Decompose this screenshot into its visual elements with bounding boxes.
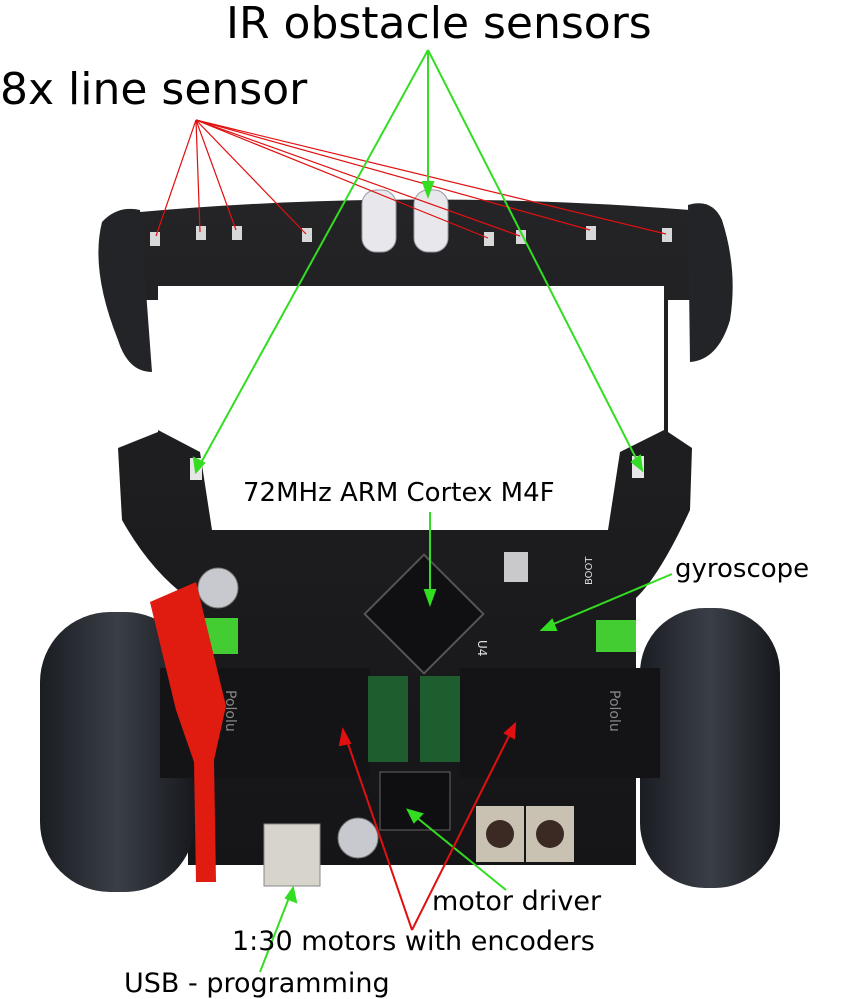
- left-wheel: [40, 612, 195, 892]
- crystal: [504, 552, 528, 582]
- usb-connector: [263, 823, 321, 887]
- ir-sensors-label: IR obstacle sensors: [226, 0, 652, 49]
- usb-label: USB - programming: [124, 968, 390, 999]
- left-encoder: [368, 676, 408, 762]
- right-motor: [460, 668, 660, 778]
- motor-label-right: Pololu: [606, 690, 622, 732]
- ir-pointers: [192, 49, 644, 475]
- component-pointers: [259, 512, 673, 973]
- gyroscope-label: gyroscope: [675, 554, 810, 584]
- right-bumper: [688, 203, 733, 362]
- motor-pointers: [338, 721, 517, 931]
- line-sensor-pointers: [155, 119, 667, 239]
- capacitor-right: [337, 817, 379, 859]
- capacitor-left: [197, 567, 239, 609]
- line-sensor-label: 8x line sensor: [0, 64, 308, 115]
- button-right-cap: [536, 820, 564, 848]
- right-encoder: [420, 676, 460, 762]
- motor-driver-label: motor driver: [432, 886, 602, 917]
- right-wheel: [640, 608, 780, 888]
- line-sensor-array: [150, 226, 672, 246]
- motor-label-left: Pololu: [222, 690, 238, 732]
- ir-emitter-left: [361, 189, 397, 253]
- mcu-silkscreen: U4: [475, 640, 489, 656]
- battery-connector: [150, 582, 226, 882]
- mcu-chip: [363, 553, 485, 675]
- left-bumper: [98, 208, 152, 372]
- right-pad: [596, 620, 636, 652]
- motors-label: 1:30 motors with encoders: [232, 926, 595, 957]
- button-left-cap: [486, 820, 514, 848]
- cpu-label: 72MHz ARM Cortex M4F: [243, 478, 555, 508]
- boot-silkscreen: BOOT: [584, 556, 595, 585]
